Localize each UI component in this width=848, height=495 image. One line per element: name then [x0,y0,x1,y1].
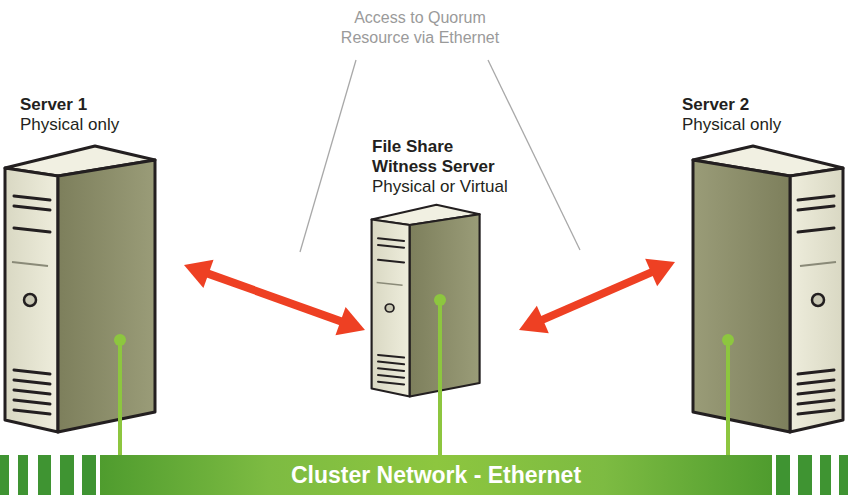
server-node: Server 2Physical only [675,90,848,435]
leader-line [300,60,580,252]
server-tower [693,146,843,432]
arrow-head [184,260,214,288]
node-title: Server 2 [682,95,848,115]
arrow-head [335,307,365,335]
quorum-access-arrow [519,259,675,334]
node-subtitle: Physical or Virtual [372,177,519,197]
witness-server-node: File Share Witness ServerPhysical or Vir… [365,132,519,400]
connector-line [438,300,442,455]
connector-line [726,340,730,455]
arrow-head [645,259,675,287]
network-link [114,334,126,471]
node-subtitle: Physical only [682,115,848,135]
arrow-head [519,306,549,334]
connector-line [207,273,343,322]
node-title: Cluster Network - Ethernet [291,461,581,489]
connection-dot [114,334,126,346]
server-tower [5,146,155,432]
connector-line [118,340,122,455]
annotation-label: Access to Quorum Resource via Ethernet [330,8,510,48]
connection-dot [722,334,734,346]
connector-line [541,272,653,321]
server-tower [372,205,480,397]
network-bars [0,455,848,495]
server-node: Server 1Physical only [5,90,184,435]
connection-dot [434,294,446,306]
node-title: File Share Witness Server [372,137,512,177]
node-title: Server 1 [20,95,184,115]
network-link [722,334,734,471]
quorum-access-arrow [184,260,365,336]
network-band: Cluster Network - Ethernet [100,455,772,495]
node-subtitle: Physical only [20,115,184,135]
network-link [434,294,446,455]
